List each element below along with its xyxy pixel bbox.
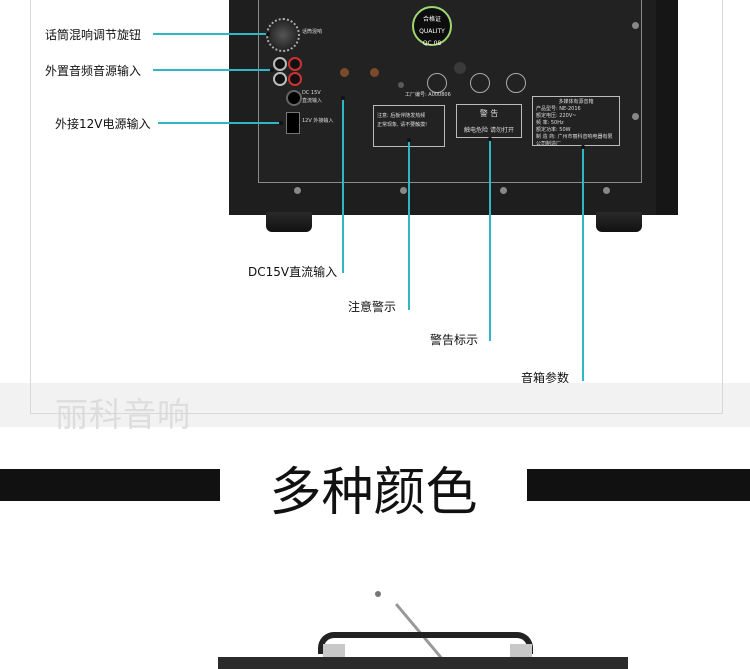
speaker-params-plate: 多媒体有源音箱 产品型号: NE-2016 额定电压: 220V~ 频 率: 5… — [532, 96, 620, 147]
callout-notice: 注意警示 — [348, 300, 397, 314]
callout-line — [158, 122, 280, 124]
dc-label-2: 直流输入 — [302, 98, 323, 104]
callout-mic-reverb-knob: 话筒混响调节旋钮 — [45, 28, 142, 42]
warning-text: 触电危险 请勿打开 — [464, 127, 514, 134]
notice-line-1: 注意: 后板伴随发热频 — [377, 113, 426, 119]
section-title: 多种颜色 — [269, 463, 478, 523]
antenna-tip — [375, 591, 381, 597]
cabinet-foot-right — [596, 212, 642, 232]
callout-line — [582, 147, 584, 381]
badge-mid: QUALITY — [419, 28, 445, 35]
frame-border — [30, 413, 723, 414]
vent-hole — [398, 82, 404, 88]
watermark-band — [0, 383, 750, 427]
params-voltage: 额定电压: 220V~ — [536, 113, 577, 119]
warning-title: 警 告 — [479, 109, 499, 118]
cabinet-side — [656, 0, 678, 215]
callout-warning-mark: 警告标示 — [430, 333, 479, 347]
badge-top: 合格证 — [422, 16, 441, 23]
quality-badge: 合格证 QUALITY QC 08 — [412, 6, 452, 47]
screw-icon — [632, 22, 639, 29]
knob-label: 话筒混响 — [302, 29, 323, 35]
screw-icon — [500, 187, 507, 194]
rca-jack-white[interactable] — [273, 72, 287, 86]
params-model: 产品型号: NE-2016 — [536, 106, 581, 112]
screw-icon — [400, 187, 407, 194]
callout-dot — [581, 145, 585, 149]
frame-border — [30, 0, 31, 414]
params-power: 额定功率: 50W — [536, 127, 571, 133]
callout-dot — [270, 68, 274, 72]
rca-jack-red[interactable] — [288, 72, 302, 86]
screw-icon — [632, 113, 639, 120]
frame-border — [722, 0, 723, 414]
callout-dot — [279, 121, 283, 125]
callout-line — [342, 98, 344, 273]
vent-hole — [454, 62, 466, 74]
factory-number: 工厂编号: A000806 — [405, 92, 451, 98]
callout-line — [408, 140, 410, 310]
title-bar-left — [0, 469, 220, 501]
screw-icon — [294, 187, 301, 194]
mic-reverb-knob[interactable] — [266, 18, 300, 52]
callout-ext-12v-input: 外接12V电源输入 — [55, 117, 151, 131]
product-preview — [0, 530, 750, 667]
12v-jack[interactable] — [286, 112, 300, 134]
recycle-cert-icon — [470, 73, 490, 93]
speaker-case-top — [218, 657, 628, 669]
watermark-text: 丽科音响 — [55, 395, 191, 434]
dc15v-jack[interactable] — [286, 90, 302, 106]
callout-line — [153, 69, 271, 71]
rca-jack-red[interactable] — [288, 57, 302, 71]
dc-label: DC 15V — [302, 90, 321, 96]
callout-ext-audio-input: 外置音频音源输入 — [45, 64, 142, 78]
callout-dc15v-input: DC15V直流输入 — [248, 265, 338, 279]
params-title: 多媒体有源音箱 — [558, 99, 594, 105]
badge-bottom: QC 08 — [422, 40, 442, 47]
no-dispose-cert-icon — [506, 73, 526, 93]
12v-label: 12V 外接输入 — [302, 118, 334, 124]
notice-line-2: 正常现象, 请不要触摸! — [377, 122, 428, 128]
callout-dot — [341, 96, 345, 100]
vent-hole — [370, 68, 379, 77]
warning-label-plate: 警 告 触电危险 请勿打开 — [456, 104, 522, 138]
ccc-cert-icon — [427, 73, 447, 93]
callout-speaker-params: 音箱参数 — [521, 371, 570, 385]
params-maker: 制 造 商: 广州市丽科音响电器有限公司制造厂 — [536, 134, 613, 147]
title-bar-right — [527, 469, 750, 501]
callout-line — [153, 33, 267, 35]
vent-hole — [340, 68, 349, 77]
carry-handle — [318, 632, 533, 654]
callout-dot — [266, 32, 270, 36]
rca-jack-white[interactable] — [273, 57, 287, 71]
cabinet-foot-left — [266, 212, 312, 232]
callout-dot — [407, 138, 411, 142]
speaker-back-panel-diagram: 话筒混响 合格证 QUALITY QC 08 工厂编号: A000806 DC … — [0, 0, 750, 434]
screw-icon — [603, 187, 610, 194]
callout-dot — [488, 137, 492, 141]
params-freq: 频 率: 50Hz — [536, 120, 564, 126]
callout-line — [489, 139, 491, 341]
